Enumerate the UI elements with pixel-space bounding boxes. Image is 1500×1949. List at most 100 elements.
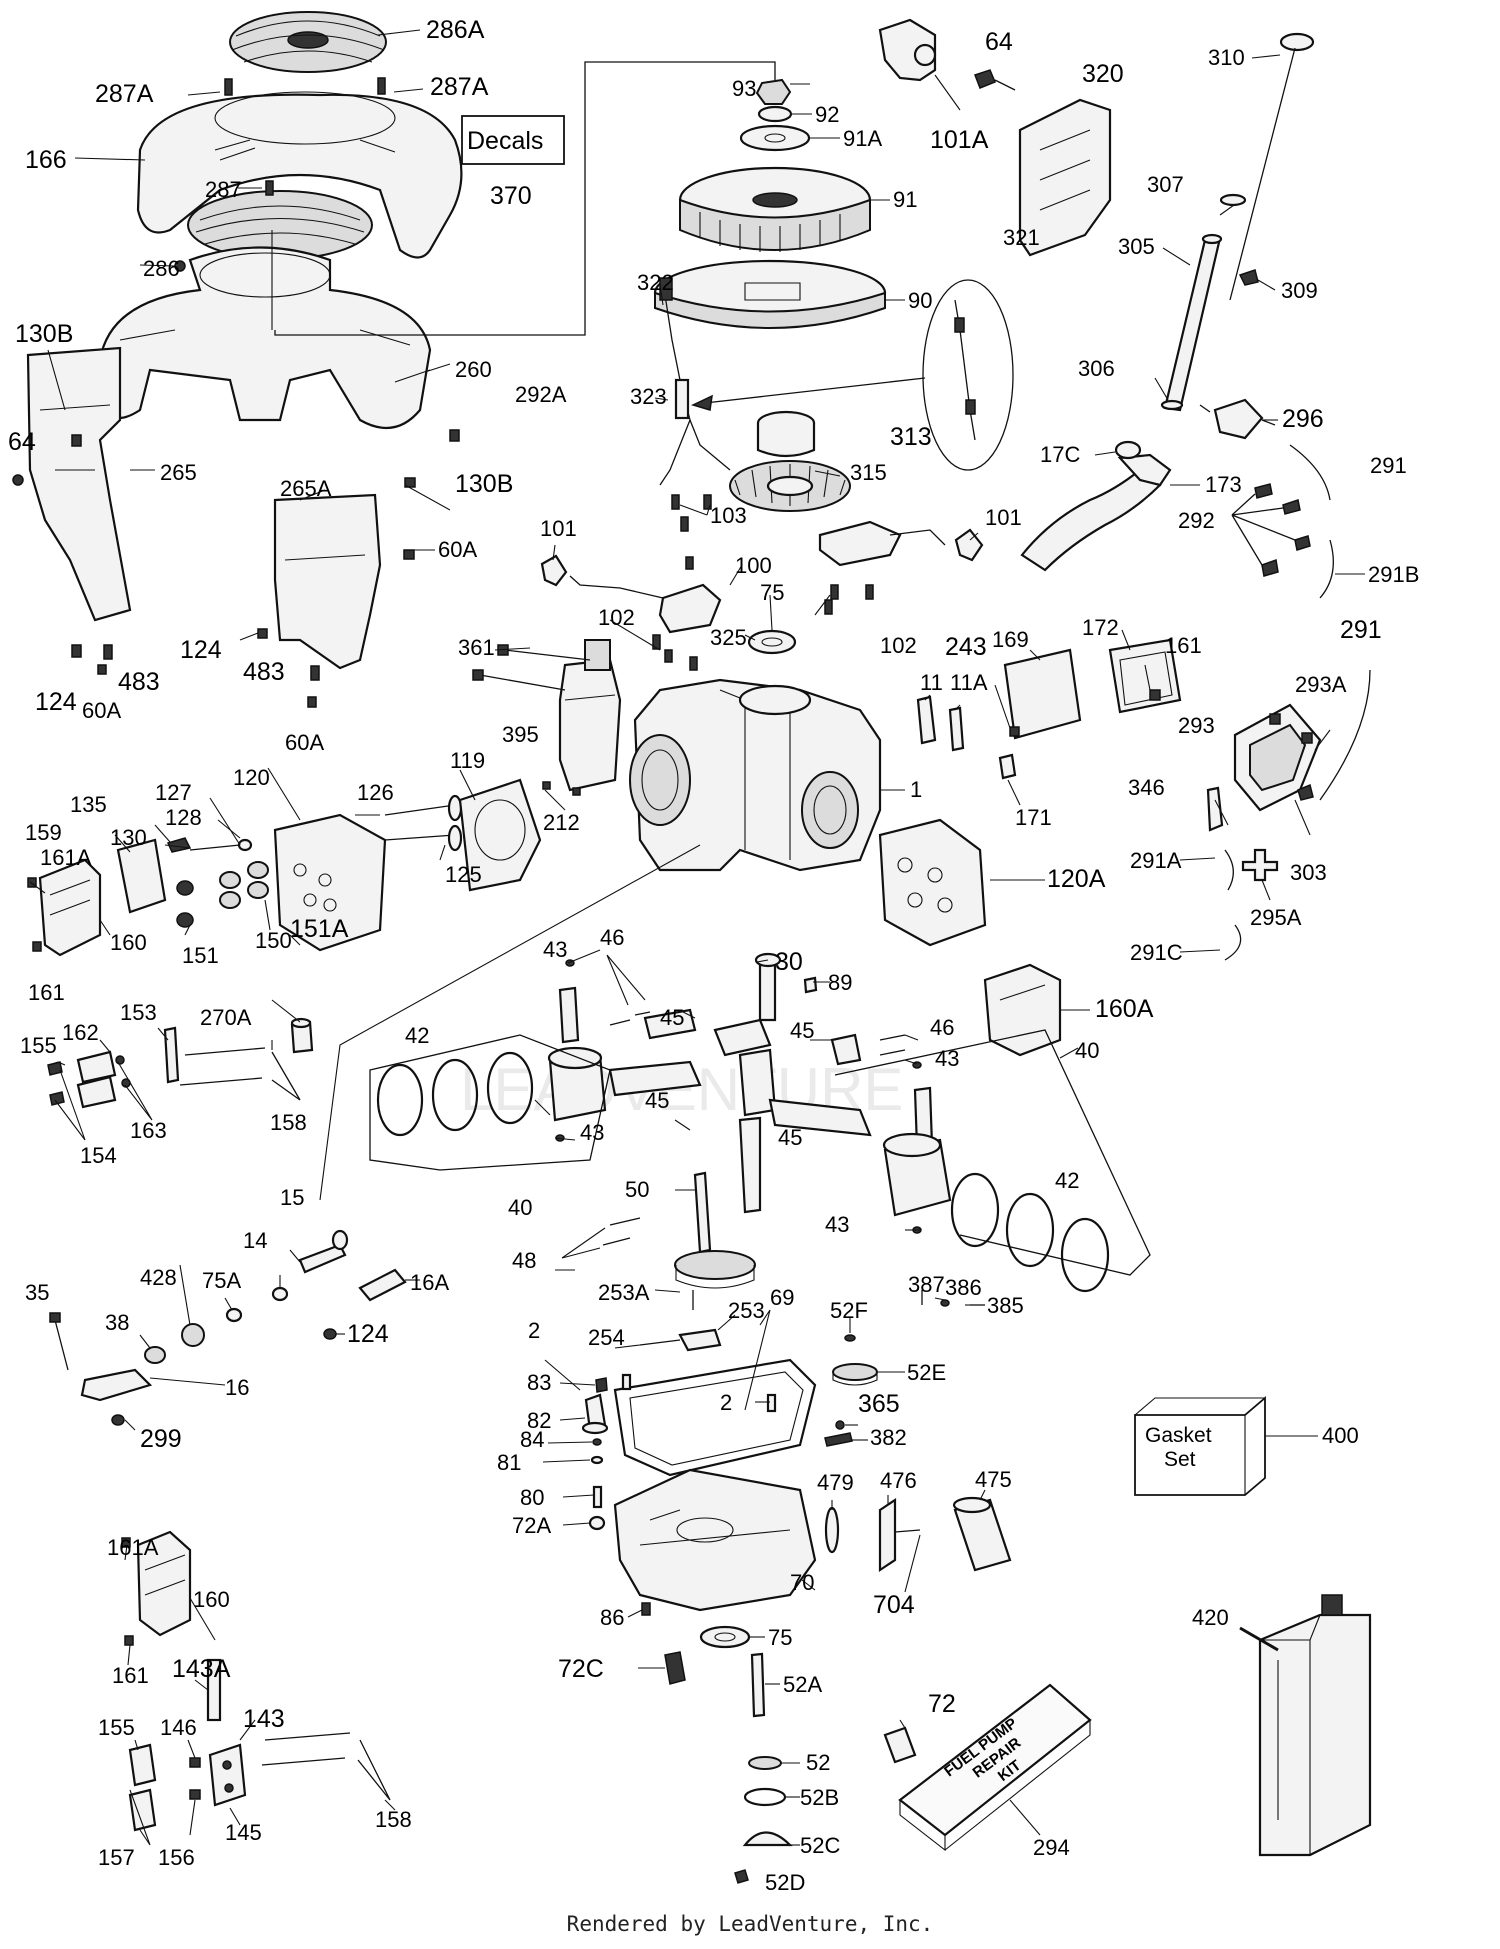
decals-box[interactable]: Decals 370: [461, 115, 565, 210]
cylinder-head-120[interactable]: [273, 813, 387, 952]
fitting-303[interactable]: [1297, 783, 1314, 801]
callout[interactable]: 42: [1055, 1168, 1079, 1193]
stator-315[interactable]: [729, 460, 851, 512]
studs-158-lower[interactable]: [261, 1732, 391, 1801]
bracket-346[interactable]: [1206, 786, 1224, 832]
valve-cover-160-lower[interactable]: [136, 1530, 192, 1637]
seal-72A[interactable]: [588, 1515, 606, 1531]
callout[interactable]: 325: [710, 625, 747, 650]
callout[interactable]: 93: [732, 76, 756, 101]
callout[interactable]: 475: [975, 1467, 1012, 1492]
callout[interactable]: 84: [520, 1427, 544, 1452]
callout[interactable]: 212: [543, 810, 580, 835]
callout[interactable]: 156: [158, 1845, 195, 1870]
screws-146-145[interactable]: [189, 1757, 201, 1800]
callout[interactable]: 16: [225, 1375, 249, 1400]
fuel-filter-296[interactable]: [1199, 398, 1276, 440]
callout[interactable]: 382: [870, 1425, 907, 1450]
callout[interactable]: 101A: [930, 126, 989, 154]
shaft-52A[interactable]: [750, 1652, 766, 1718]
callout[interactable]: 101: [540, 516, 577, 541]
pin-80[interactable]: [592, 1485, 603, 1509]
wire-harness-323[interactable]: [659, 277, 731, 486]
valve-cover-160A[interactable]: [983, 963, 1062, 1057]
callout[interactable]: 102: [598, 605, 635, 630]
callout[interactable]: 479: [817, 1470, 854, 1495]
seal-75-top[interactable]: [747, 629, 797, 655]
nut-124[interactable]: [323, 1328, 337, 1340]
callout[interactable]: 143A: [172, 1655, 231, 1683]
dipstick-tube-305[interactable]: [1163, 233, 1223, 412]
callout[interactable]: 2: [720, 1390, 732, 1415]
wire-101A[interactable]: [878, 18, 937, 82]
callout[interactable]: 60A: [82, 698, 121, 723]
screw-309[interactable]: [1238, 269, 1259, 286]
callout[interactable]: 64: [8, 428, 36, 456]
callout[interactable]: 173: [1205, 472, 1242, 497]
oring-307[interactable]: [1219, 193, 1247, 207]
oil-pump-476[interactable]: [878, 1497, 921, 1573]
gear-479[interactable]: [824, 1506, 840, 1554]
callout[interactable]: 306: [1078, 356, 1115, 381]
governor-253-254[interactable]: [639, 1328, 722, 1352]
springs-150-151[interactable]: [176, 861, 269, 928]
callout[interactable]: 153: [120, 1000, 157, 1025]
callout[interactable]: 46: [930, 1015, 954, 1040]
baffle-265[interactable]: [26, 346, 132, 622]
callout[interactable]: 72A: [512, 1513, 551, 1538]
callout[interactable]: 151: [182, 943, 219, 968]
callout[interactable]: 420: [1192, 1605, 1229, 1630]
clamp-17C[interactable]: [1114, 440, 1142, 460]
callout[interactable]: 50: [625, 1177, 649, 1202]
callout[interactable]: 161: [112, 1663, 149, 1688]
callout[interactable]: 158: [375, 1807, 412, 1832]
head-gasket-119[interactable]: [458, 778, 542, 892]
callout[interactable]: 169: [992, 627, 1029, 652]
throttle-bracket-16[interactable]: [80, 1368, 153, 1402]
callout[interactable]: 52D: [765, 1870, 805, 1895]
callout[interactable]: 162: [62, 1020, 99, 1045]
bracket-16A[interactable]: [358, 1268, 407, 1302]
callout[interactable]: 40: [1075, 1038, 1099, 1063]
fuel-line-291-right[interactable]: [1319, 669, 1371, 801]
callout[interactable]: 75: [768, 1625, 792, 1650]
washer-81[interactable]: [590, 1455, 604, 1465]
nut-299[interactable]: [111, 1414, 125, 1426]
callout[interactable]: 303: [1290, 860, 1327, 885]
rectifier-320[interactable]: [1018, 98, 1112, 257]
connecting-rod-45b[interactable]: [608, 1060, 702, 1097]
fan-91[interactable]: [678, 166, 872, 252]
callout[interactable]: 52C: [800, 1833, 840, 1858]
callout[interactable]: 260: [455, 357, 492, 382]
callout[interactable]: 292A: [515, 382, 567, 407]
breather-tube-15[interactable]: [298, 1229, 349, 1274]
crankcase-1[interactable]: [629, 678, 882, 872]
callout[interactable]: 293: [1178, 713, 1215, 738]
callout[interactable]: 291B: [1368, 562, 1419, 587]
plug-83[interactable]: [595, 1377, 608, 1393]
callout[interactable]: 346: [1128, 775, 1165, 800]
callout[interactable]: 119: [450, 748, 485, 773]
part-11[interactable]: [916, 695, 937, 745]
callout[interactable]: 52: [806, 1750, 830, 1775]
key-89[interactable]: [803, 976, 818, 994]
callout[interactable]: 52F: [830, 1298, 868, 1323]
connecting-rod-45d[interactable]: [830, 1033, 862, 1066]
callout[interactable]: 293A: [1295, 672, 1347, 697]
callout[interactable]: 146: [160, 1715, 197, 1740]
callout[interactable]: 70: [790, 1570, 814, 1595]
callout[interactable]: 313: [890, 423, 932, 451]
callout[interactable]: 11A: [950, 670, 988, 695]
breather-hose-173[interactable]: [1020, 453, 1172, 572]
callout[interactable]: 171: [1015, 805, 1052, 830]
breather-135[interactable]: [166, 837, 192, 853]
callout[interactable]: 476: [880, 1468, 917, 1493]
flywheel-90[interactable]: [653, 259, 887, 329]
callout[interactable]: 161A: [40, 845, 92, 870]
callout[interactable]: 43: [543, 937, 567, 962]
plate-91A[interactable]: [739, 124, 811, 152]
callout[interactable]: 43: [825, 1212, 849, 1237]
callout[interactable]: 103: [710, 503, 747, 528]
ring-313[interactable]: [756, 410, 816, 458]
gasket-set-box[interactable]: Gasket Set: [1134, 1396, 1266, 1496]
